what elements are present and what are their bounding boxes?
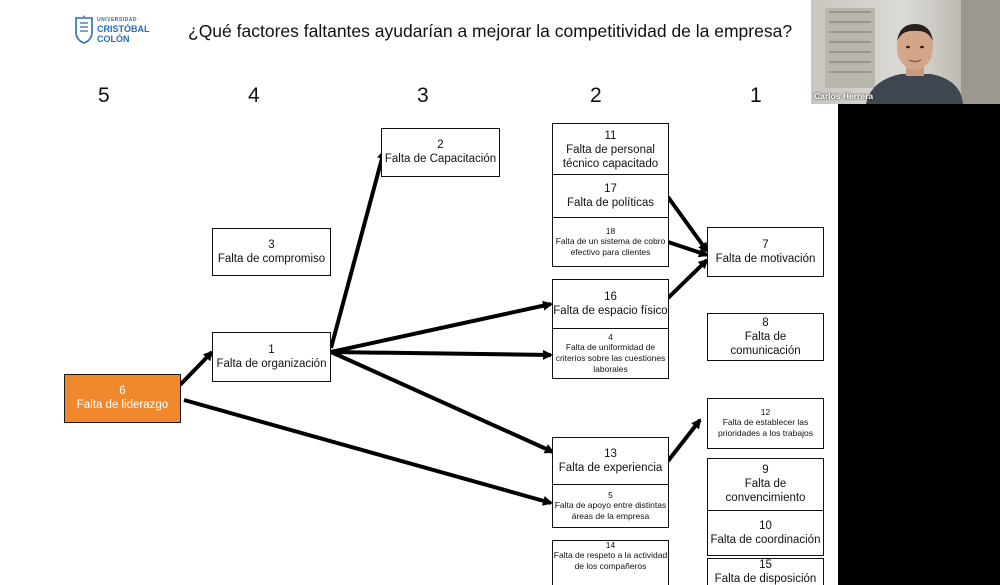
node-number: 14 [605,540,616,550]
webcam-video: Carlos Herrera [811,0,1000,104]
edge-arrow-n1-n4 [330,349,553,360]
node-label: Falta de motivación [715,252,816,265]
presentation-slide: UNIVERSIDAD CRISTÓBAL COLÓN ¿Qué factore… [0,0,838,585]
edge-arrow-n6-n1 [178,350,214,387]
level-label: 3 [417,84,429,107]
node-label: Falta de experiencia [558,461,663,474]
node-number: 2 [437,139,444,151]
logo-text-line1: UNIVERSIDAD [97,17,137,23]
node-label: Falta de comunicación [730,330,801,357]
logo-text-line2: CRISTÓBAL [97,24,150,34]
level-label: 4 [248,84,260,107]
edge-arrow-n1-n16 [330,300,553,354]
level-label: 5 [98,84,110,107]
node-label: Falta de respeto a la actividad de los c… [553,550,668,571]
node-number: 11 [604,129,617,142]
edge-arrow-n17-n7 [666,195,709,253]
node-number: 18 [605,225,616,236]
node-label: Falta de convencimiento [725,478,806,504]
node-label: Falta de coordinación [710,533,821,546]
edge-arrow-n13-n12 [666,418,702,463]
diagram-edges [178,149,709,506]
logo-text-line3: COLÓN [97,34,130,44]
node-number: 4 [608,331,613,342]
node-number: 17 [604,182,617,195]
node-number: 1 [268,343,275,356]
edge-arrow-n1-n13 [330,350,555,454]
node-label: Falta de uniformidad de criterios sobre … [555,341,666,374]
node-label: Falta de liderazgo [76,399,169,411]
node-label: Falta de disposición [714,573,817,585]
node-label: Falta de compromiso [217,252,326,265]
node-label: Falta de apoyo entre distintas áreas de … [554,499,667,521]
node-number: 8 [762,316,769,329]
webcam-image [811,0,1000,104]
node-number: 9 [762,464,769,476]
node-number: 13 [604,447,617,460]
node-number: 15 [759,559,772,571]
node-number: 5 [608,489,613,500]
node-label: Falta de establecer las prioridades a lo… [718,417,813,438]
slide-title: ¿Qué factores faltantes ayudarían a mejo… [188,21,793,41]
node-number: 3 [268,238,275,251]
level-label: 1 [750,84,762,107]
shield-icon [75,15,93,44]
edge-arrow-n6-n5 [183,398,553,506]
node-label: Falta de políticas [567,196,654,209]
edge-arrow-n1-n2 [329,149,387,349]
node-label: Falta de organización [216,357,327,370]
university-logo: UNIVERSIDAD CRISTÓBAL COLÓN [74,14,154,46]
node-number: 6 [119,385,126,397]
node-number: 16 [604,290,617,303]
participant-name: Carlos Herrera [814,91,874,101]
edge-arrow-n18-n7 [667,240,709,258]
node-label: Falta de personal técnico capacitado [562,143,659,170]
node-label: Falta de un sistema de cobro efectivo pa… [555,235,666,257]
edge-arrow-n16-n7 [666,258,709,300]
node-label: Falta de Capacitación [384,153,497,165]
node-number: 12 [760,407,771,417]
node-label: Falta de espacio físico [553,304,668,317]
level-label: 2 [590,84,602,107]
node-number: 10 [759,519,772,532]
node-number: 7 [762,238,769,251]
